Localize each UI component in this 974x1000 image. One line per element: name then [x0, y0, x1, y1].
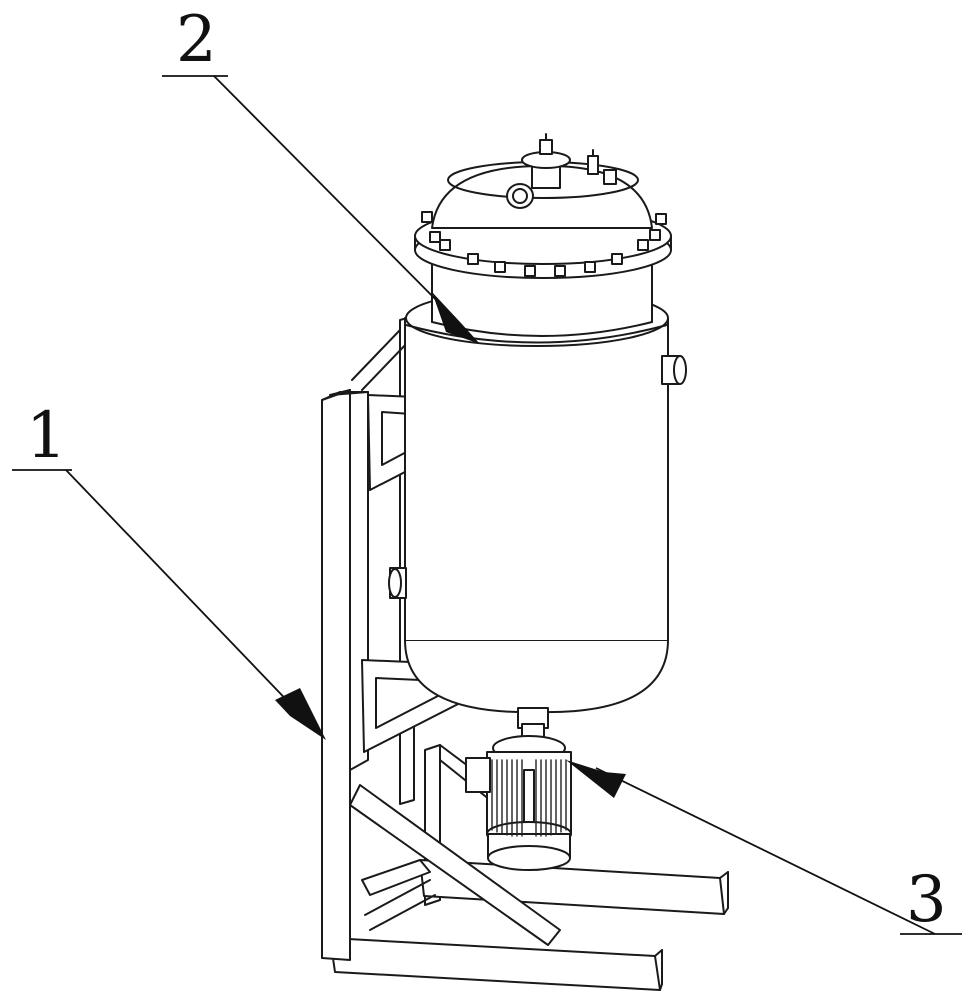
- leader-lines: [12, 75, 962, 935]
- arrowhead-1: [275, 688, 326, 740]
- vessel: [388, 133, 687, 714]
- callout-label-3: 3: [906, 863, 947, 937]
- arrowhead-3: [566, 760, 626, 798]
- callout-label-1: 1: [26, 399, 67, 473]
- motor-assembly: [465, 707, 572, 871]
- arrowhead-2: [432, 292, 480, 344]
- flange-bolts: [421, 211, 667, 277]
- callout-label-2: 2: [176, 3, 217, 77]
